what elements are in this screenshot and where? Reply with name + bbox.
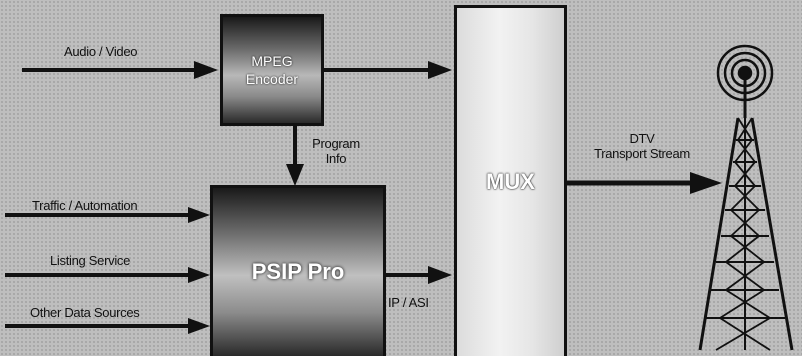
dtv-transport-stream-label: DTV Transport Stream — [574, 131, 710, 161]
mpeg-encoder-block: MPEG Encoder — [220, 14, 324, 126]
arrow-program-info — [286, 126, 304, 186]
traffic-automation-label: Traffic / Automation — [32, 198, 138, 213]
arrow-dtv-transport-stream — [567, 172, 722, 194]
arrow-other-data-sources — [5, 318, 210, 334]
listing-service-label: Listing Service — [50, 253, 131, 268]
mpeg-encoder-label-line1: MPEG — [251, 53, 293, 69]
other-data-sources-label: Other Data Sources — [30, 305, 140, 320]
psip-pro-label: PSIP Pro — [251, 259, 345, 284]
mpeg-encoder-label-line2: Encoder — [245, 71, 299, 87]
program-info-line2: Info — [325, 151, 347, 166]
dtv-label-line2: Transport Stream — [594, 146, 690, 161]
arrow-traffic-automation — [5, 207, 210, 223]
arrow-listing-service — [5, 267, 210, 283]
arrow-audio-video — [22, 61, 218, 79]
mux-label: MUX — [486, 169, 535, 194]
mux-block: MUX — [454, 5, 567, 356]
dtv-label-line1: DTV — [629, 131, 655, 146]
ip-asi-label: IP / ASI — [388, 295, 429, 310]
audio-video-label: Audio / Video — [64, 44, 138, 59]
program-info-line1: Program — [312, 136, 360, 151]
psip-pro-block: PSIP Pro — [210, 185, 386, 356]
program-info-label: Program Info — [304, 136, 368, 166]
broadcast-tower-icon — [698, 44, 794, 351]
arrow-ip-asi — [386, 266, 452, 284]
arrow-mpeg-to-mux — [324, 61, 452, 79]
